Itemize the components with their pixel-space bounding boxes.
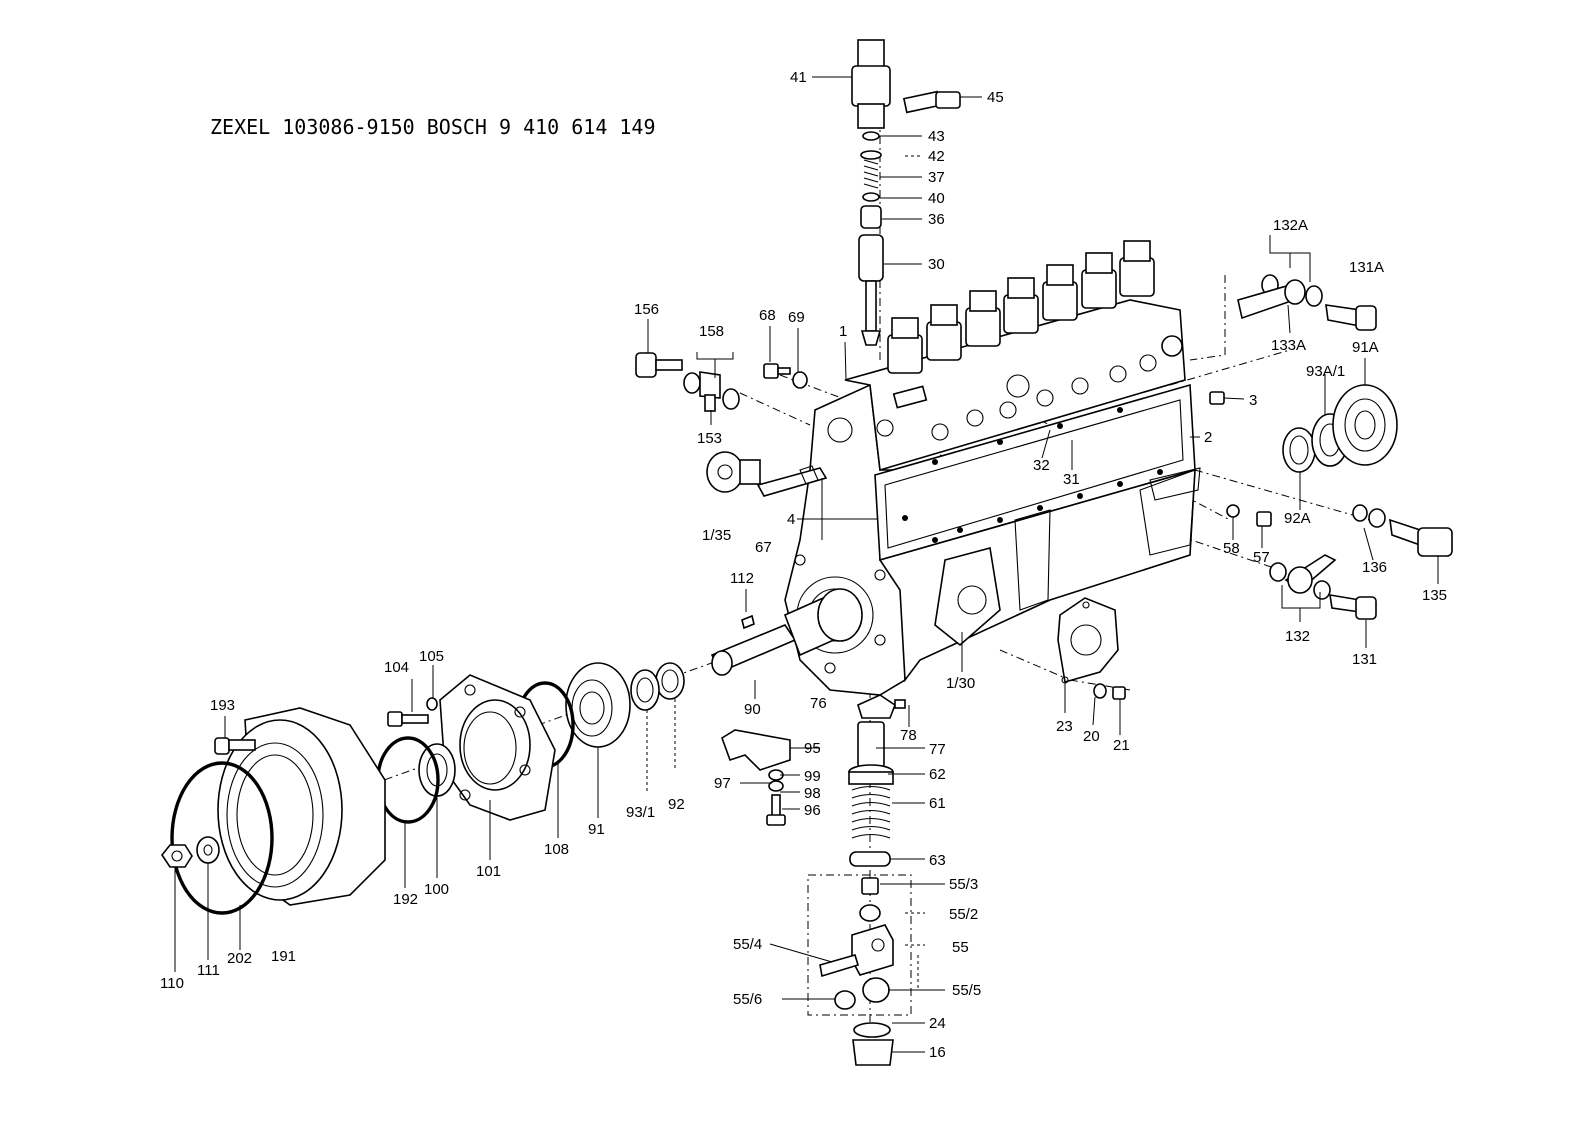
bearing-91A	[1282, 384, 1398, 473]
label-105: 105	[419, 648, 444, 665]
plunger-stack	[721, 694, 912, 1066]
label-69: 69	[788, 309, 805, 326]
plug-and-rack	[706, 451, 828, 497]
label-104: 104	[384, 659, 409, 676]
label-90: 90	[744, 701, 761, 718]
label-58: 58	[1223, 540, 1240, 557]
label-93A-1: 93A/1	[1306, 363, 1345, 380]
label-108: 108	[544, 841, 569, 858]
label-110: 110	[160, 975, 184, 992]
label-36: 36	[928, 211, 945, 228]
label-78: 78	[900, 727, 917, 744]
label-91: 91	[588, 821, 605, 838]
label-192: 192	[393, 891, 418, 908]
label-55-6: 55/6	[733, 991, 762, 1008]
label-32: 32	[1033, 457, 1050, 474]
label-131A: 131A	[1349, 259, 1384, 276]
right-fittings-57-136	[1209, 391, 1453, 620]
label-16: 16	[929, 1044, 946, 1061]
top-valve-stack	[851, 39, 961, 346]
label-92: 92	[668, 796, 685, 813]
drive-end-stack	[161, 588, 863, 915]
label-37: 37	[928, 169, 945, 186]
label-21: 21	[1113, 737, 1130, 754]
label-93-1: 93/1	[626, 804, 655, 821]
label-55: 55	[952, 939, 969, 956]
label-193: 193	[210, 697, 235, 714]
label-3: 3	[1249, 392, 1257, 409]
label-98: 98	[804, 785, 821, 802]
label-30: 30	[928, 256, 945, 273]
label-96: 96	[804, 802, 821, 819]
label-41: 41	[790, 69, 807, 86]
label-57: 57	[1253, 549, 1270, 566]
label-63: 63	[929, 852, 946, 869]
pump-housing	[784, 299, 1201, 696]
leader-lines	[174, 76, 1439, 1053]
label-153: 153	[697, 430, 722, 447]
label-68: 68	[759, 307, 776, 324]
label-42: 42	[928, 148, 945, 165]
label-101: 101	[476, 863, 501, 880]
label-31: 31	[1063, 471, 1080, 488]
label-156: 156	[634, 301, 659, 318]
label-92A: 92A	[1284, 510, 1311, 527]
label-1-30: 1/30	[946, 675, 975, 692]
label-55-4: 55/4	[733, 936, 762, 953]
label-61: 61	[929, 795, 946, 812]
label-91A: 91A	[1352, 339, 1379, 356]
label-131: 131	[1352, 651, 1377, 668]
label-1: 1	[839, 323, 847, 340]
right-banjo-132A	[1237, 274, 1377, 331]
nuts-20-21	[1093, 683, 1126, 700]
label-99: 99	[804, 768, 821, 785]
label-55-5: 55/5	[952, 982, 981, 999]
label-191: 191	[271, 948, 296, 965]
label-40: 40	[928, 190, 945, 207]
label-2: 2	[1204, 429, 1212, 446]
label-1-35: 1/35	[702, 527, 731, 544]
label-158: 158	[699, 323, 724, 340]
label-62: 62	[929, 766, 946, 783]
label-4: 4	[787, 511, 795, 528]
label-77: 77	[929, 741, 946, 758]
label-136: 136	[1362, 559, 1387, 576]
label-55-3: 55/3	[949, 876, 978, 893]
label-135: 135	[1422, 587, 1447, 604]
banjo-156	[635, 352, 740, 412]
label-67: 67	[755, 539, 772, 556]
label-97: 97	[714, 775, 731, 792]
label-100: 100	[424, 881, 449, 898]
label-112: 112	[730, 570, 754, 587]
label-132: 132	[1285, 628, 1310, 645]
label-43: 43	[928, 128, 945, 145]
label-132A: 132A	[1273, 217, 1308, 234]
label-23: 23	[1056, 718, 1073, 735]
screws-68-69	[763, 363, 808, 389]
label-95: 95	[804, 740, 821, 757]
label-24: 24	[929, 1015, 946, 1032]
label-111: 111	[197, 962, 220, 979]
label-45: 45	[987, 89, 1004, 106]
label-76: 76	[810, 695, 827, 712]
diagram-title: ZEXEL 103086-9150 BOSCH 9 410 614 149	[210, 115, 656, 139]
part-labels: 41 45 43 42 37 40 36 30 1 68 69 156 158 …	[160, 69, 1447, 1061]
label-202: 202	[227, 950, 252, 967]
label-20: 20	[1083, 728, 1100, 745]
label-133A: 133A	[1271, 337, 1306, 354]
label-55-2: 55/2	[949, 906, 978, 923]
delivery-valve-holders	[887, 240, 1183, 409]
